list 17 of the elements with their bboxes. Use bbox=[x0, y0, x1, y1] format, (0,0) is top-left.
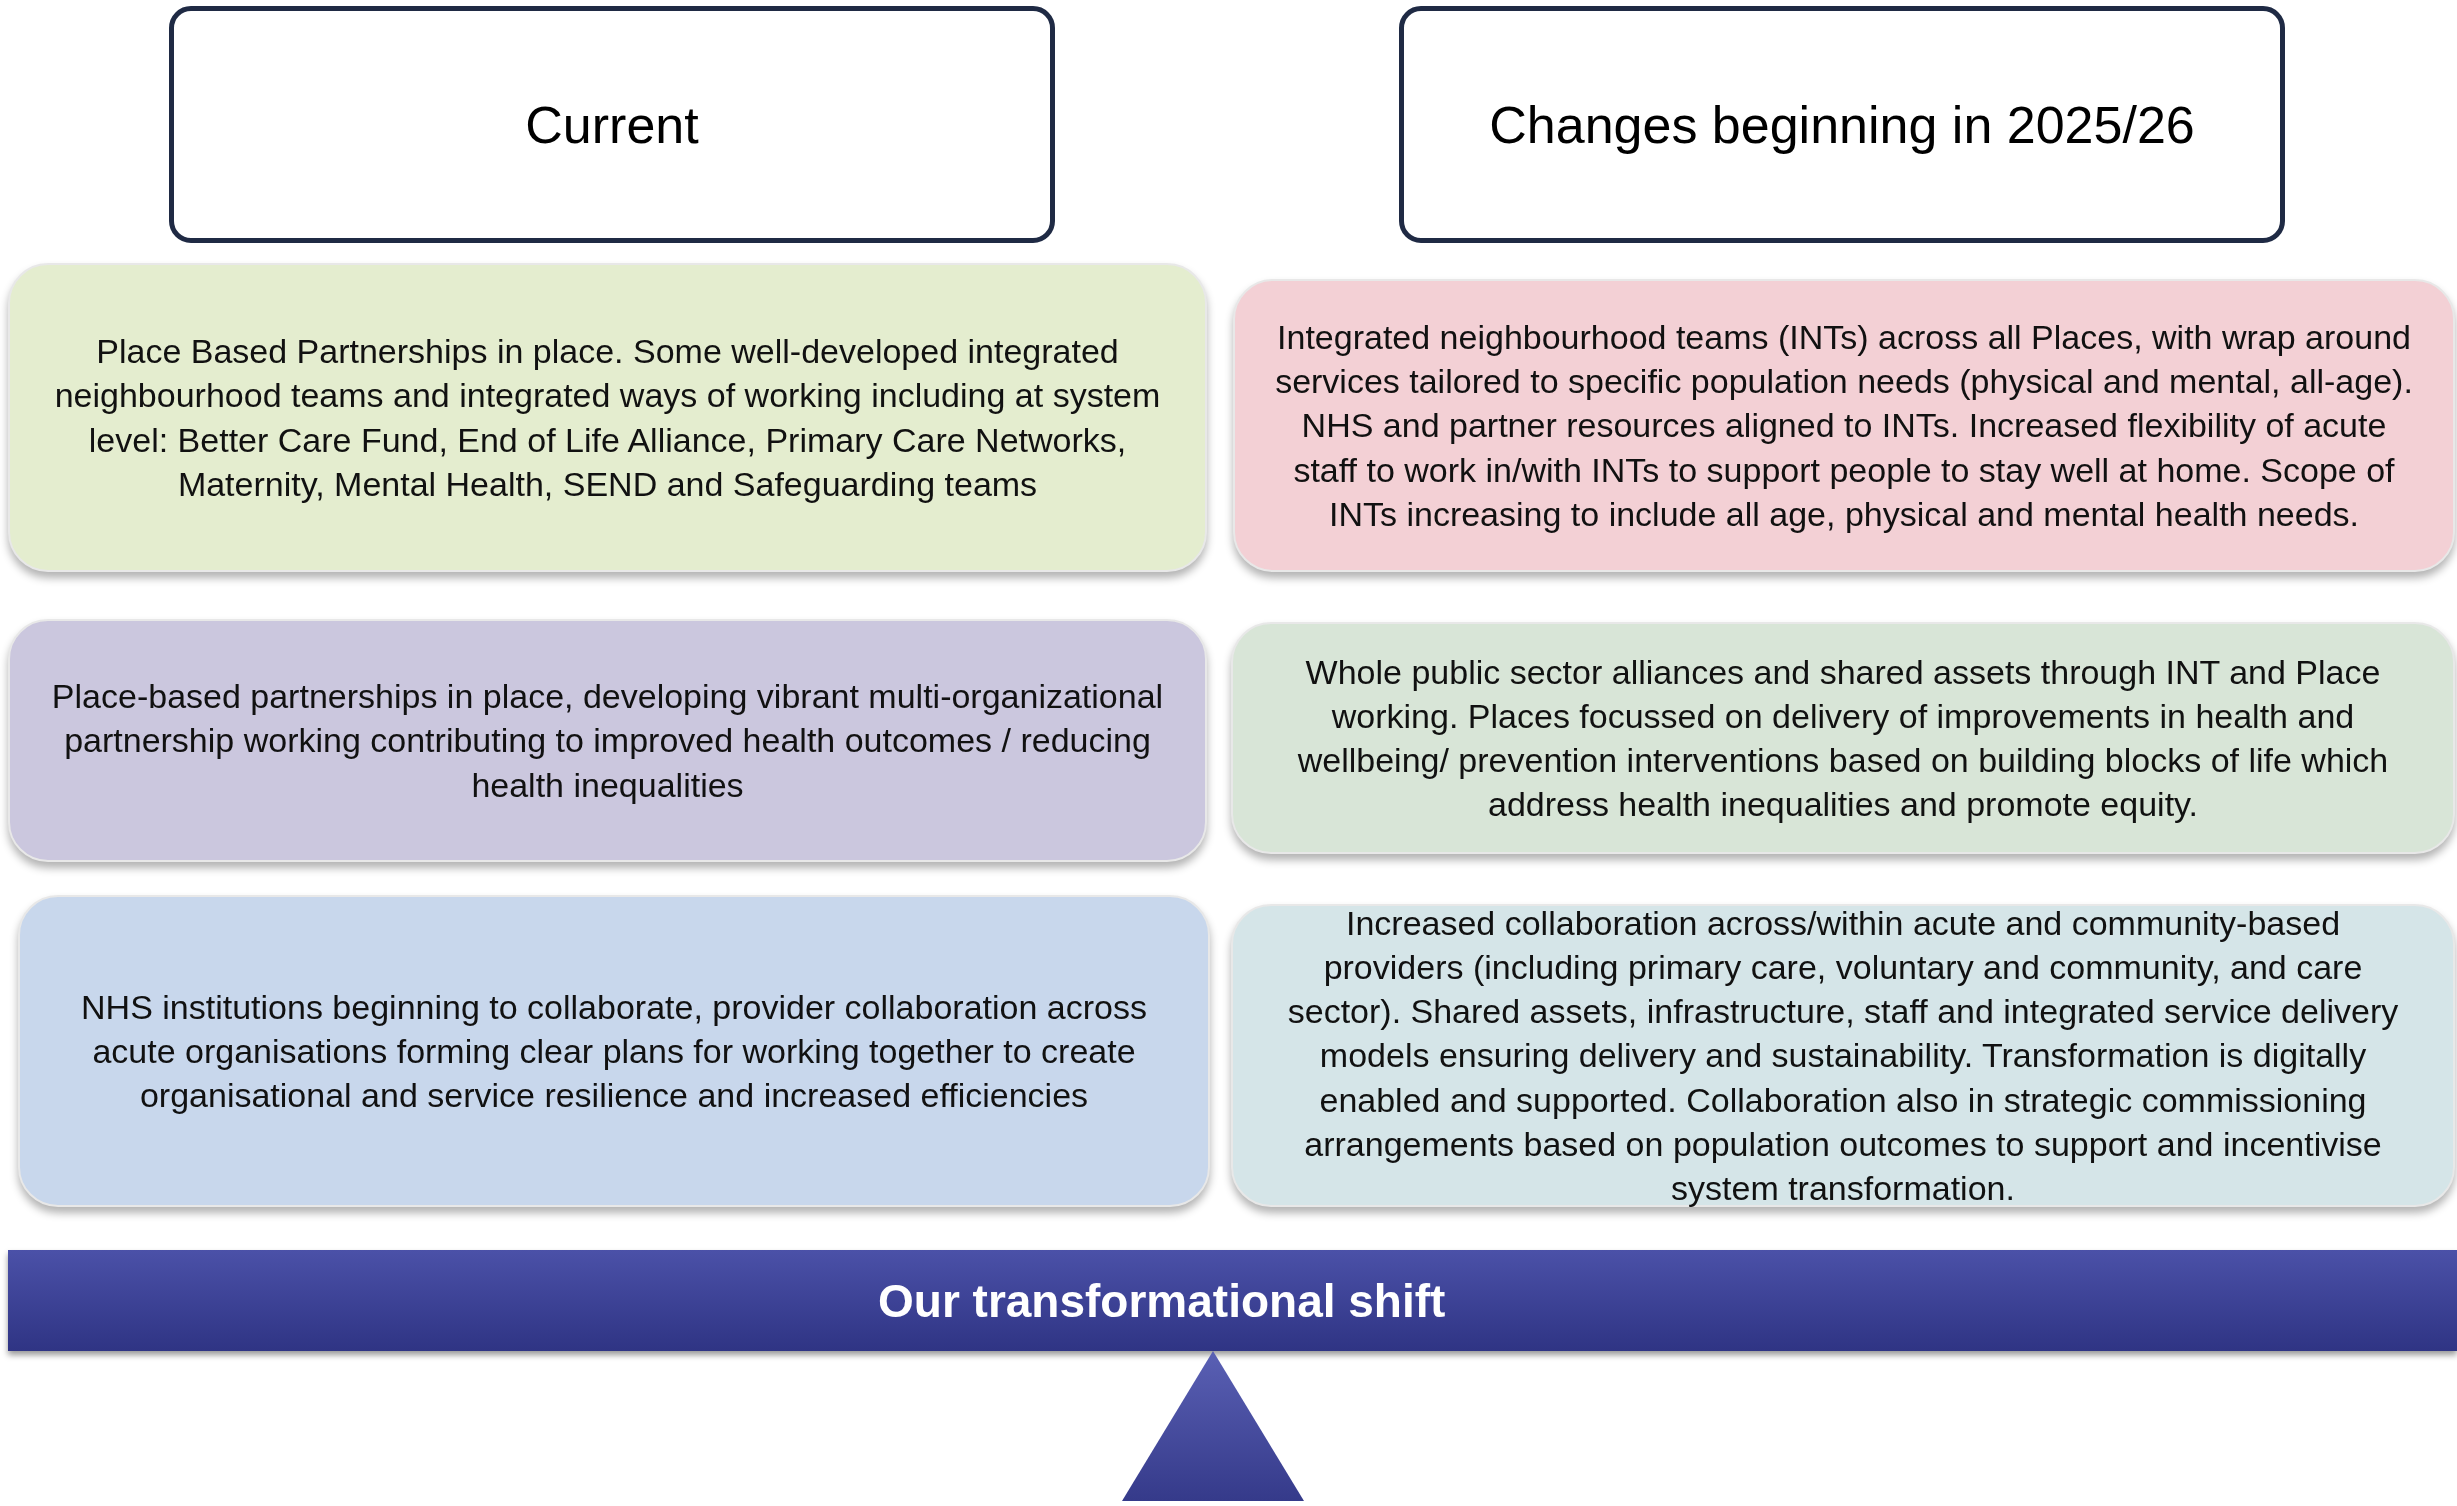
header-text: Current bbox=[525, 94, 699, 155]
panel-text: Whole public sector alliances and shared assets through INT and Place working. Places focussed on delivery of improvements in health and wellbeing/ prevention interventions based on building blocks of life which address health inequalities and promote equity. bbox=[1296, 651, 2390, 826]
text-panel bbox=[8, 619, 1207, 862]
column-header bbox=[1399, 6, 2285, 243]
header-text: Changes beginning in 2025/26 bbox=[1489, 94, 2195, 155]
column-header bbox=[169, 6, 1055, 243]
text-panel bbox=[18, 895, 1210, 1207]
text-panel bbox=[1233, 279, 2455, 572]
text-panel bbox=[1231, 622, 2455, 854]
panel-text: Place-based partnerships in place, developing vibrant multi-organizational partnership working contributing to improved health outcomes / reducing health inequalities bbox=[50, 676, 1165, 806]
panel-text: Place Based Partnerships in place. Some well-developed integrated neighbourhood teams and integrated ways of working including at system level: Better Care Fund, End of Life Alliance, Primary Care Networks, Maternity, Mental Health, SEND and Safeguarding teams bbox=[53, 331, 1162, 505]
panel-text: Integrated neighbourhood teams (INTs) across all Places, with wrap around services tailored to specific population needs (physical and mental, all-age). NHS and partner resources aligned to INTs. Increased flexibility of acute staff to work in/with INTs to support people to stay well at home. Scope of INTs increasing to include all age, physical and mental health needs. bbox=[1275, 317, 2413, 535]
fulcrum-triangle bbox=[1122, 1351, 1304, 1501]
bar-label: Our transformational shift bbox=[878, 1273, 1446, 1328]
panel-text: Increased collaboration across/within acute and community-based providers (including primary care, voluntary and community, and care sector). Shared assets, infrastructure, staff and integrated service delivery models ensuring delivery and sustainability. Transformation is digitally enabled and supported. Collaboration also in strategic commissioning arrangements based on population outcomes to support and incentivise system transformation. bbox=[1286, 902, 2400, 1209]
text-panel bbox=[8, 263, 1207, 572]
panel-text: NHS institutions beginning to collaborate, provider collaboration across acute organisations forming clear plans for working together to create organisational and service resilience and increased efficiencies bbox=[80, 986, 1148, 1117]
